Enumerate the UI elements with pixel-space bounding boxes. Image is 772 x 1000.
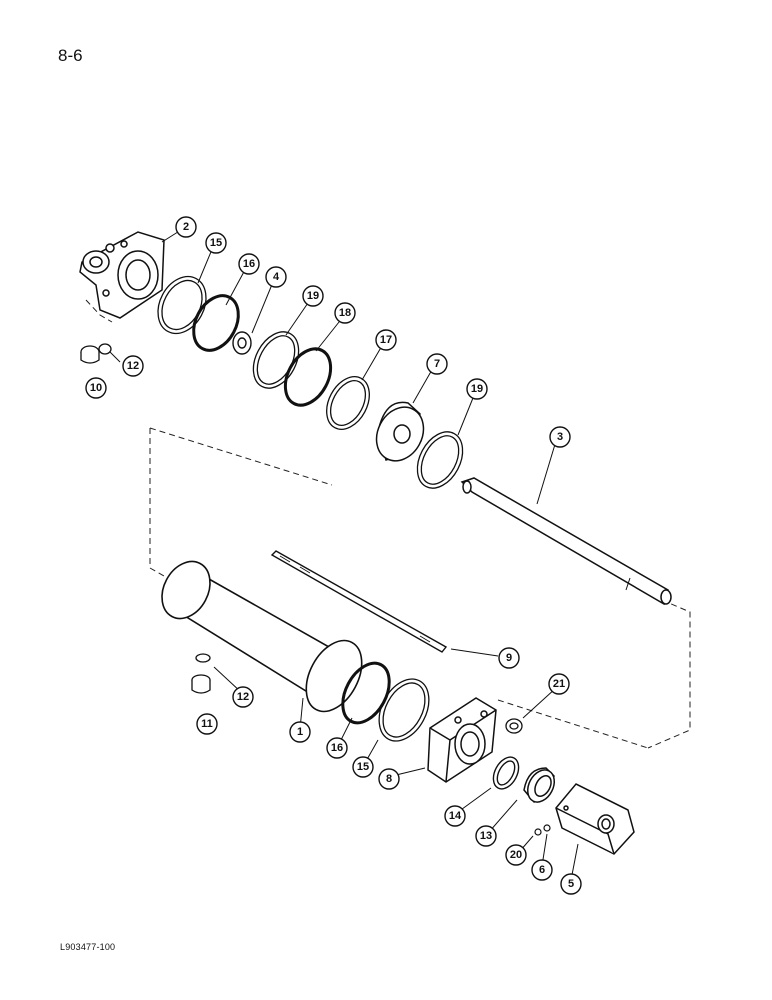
svg-text:12: 12 [127,360,139,372]
callouts: 1 2 3 4 5 6 7 8 9 10 11 12 12 13 14 15 1… [85,216,582,895]
svg-text:15: 15 [210,237,222,249]
callout-15-upper: 15 [205,232,227,254]
ring-part-17 [326,376,370,430]
svg-text:7: 7 [434,358,440,370]
callout-15-lower: 15 [352,756,374,778]
svg-text:15: 15 [357,761,369,773]
ring-part-19-lower [416,431,464,489]
piston-rod-part-3 [460,477,672,606]
callout-16-lower: 16 [326,737,348,759]
svg-text:9: 9 [506,652,512,664]
svg-text:16: 16 [243,258,255,270]
svg-text:21: 21 [553,678,565,690]
callout-20: 20 [505,844,527,866]
bushing-part-4 [232,331,252,355]
ring-part-15-lower [378,678,430,742]
leader-lines [109,229,579,881]
callout-16-upper: 16 [238,253,260,275]
clevis-part-5 [555,783,635,855]
callout-21: 21 [548,673,570,695]
seal-part-18 [283,347,333,407]
svg-text:11: 11 [201,718,213,730]
callout-3: 3 [549,426,571,448]
callout-7: 7 [426,353,448,375]
callout-1: 1 [289,721,311,743]
svg-text:19: 19 [307,290,319,302]
callout-12-lower: 12 [232,686,254,708]
callout-10: 10 [85,377,107,399]
ring-part-19-upper [252,331,300,389]
callout-2: 2 [175,216,197,238]
callout-8: 8 [378,768,400,790]
tie-rod-part-9 [270,550,448,653]
lower-seal-stack [341,661,430,742]
callout-13: 13 [475,825,497,847]
callout-4: 4 [265,266,287,288]
svg-text:17: 17 [380,334,392,346]
callout-18: 18 [334,302,356,324]
svg-text:14: 14 [449,810,462,822]
svg-text:13: 13 [480,830,492,842]
callout-6: 6 [531,859,553,881]
upper-seal-stack [157,275,464,489]
svg-text:10: 10 [90,382,102,394]
svg-text:18: 18 [339,307,351,319]
svg-text:19: 19 [471,383,483,395]
bushing-part-13 [523,767,556,803]
nut-part-21 [505,718,523,734]
svg-text:2: 2 [183,221,189,233]
callout-19-lower: 19 [466,378,488,400]
piston-part-7 [375,401,425,462]
svg-text:1: 1 [297,726,303,738]
callout-11: 11 [196,713,218,735]
callout-14: 14 [444,805,466,827]
svg-text:5: 5 [568,878,574,890]
callout-5: 5 [560,873,582,895]
fitting-part-10 [80,345,100,364]
o-ring-part-12-lower [195,653,211,663]
o-ring-part-12-upper [98,343,112,355]
ball-part-20 [534,828,542,836]
callout-19-upper: 19 [302,285,324,307]
svg-text:8: 8 [386,773,392,785]
svg-text:6: 6 [539,864,545,876]
callout-12-upper: 12 [122,355,144,377]
figure-code: L903477-100 [60,942,116,952]
callout-9: 9 [498,647,520,669]
svg-text:20: 20 [510,849,522,861]
wiper-part-14 [492,756,520,790]
callout-17: 17 [375,329,397,351]
page-number: 8-6 [58,46,83,65]
plug-part-11 [191,674,211,694]
cylinder-head-part-2 [79,231,165,319]
svg-text:4: 4 [273,271,280,283]
rod-end-cap-part-8 [427,697,497,783]
svg-text:3: 3 [557,431,563,443]
cylinder-barrel-part-1 [161,560,363,713]
svg-text:12: 12 [237,691,249,703]
svg-text:16: 16 [331,742,343,754]
ball-part-6 [543,824,551,832]
